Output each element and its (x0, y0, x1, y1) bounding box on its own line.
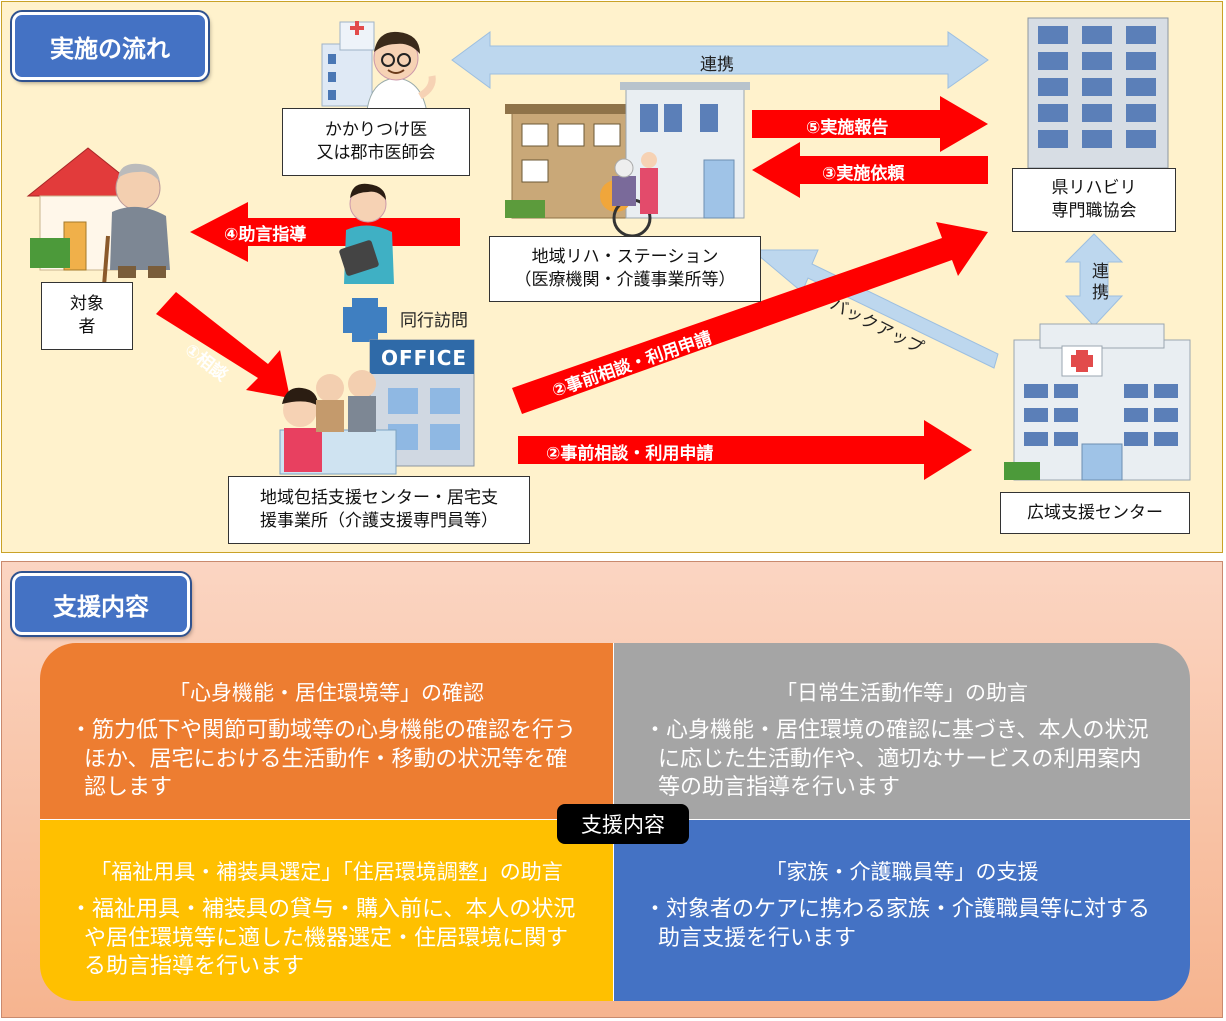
doctor-line-1: かかりつけ医 (324, 120, 428, 141)
support-cell-title: 「家族・介護職員等」の支援 (765, 860, 1039, 884)
support-cell-equipment: 「福祉用具・補装具選定」「住居環境調整」の助言 ・福祉用具・補装具の貸与・購入前… (40, 820, 614, 1001)
support-cell-body: ・心身機能・居住環境の確認に基づき、本人の状況に応じた生活動作や、適切なサービス… (644, 718, 1149, 801)
care-center-line-2: 援事業所（介護支援専門員等） (260, 511, 498, 531)
station-line-1: 地域リハ・ステーション (531, 247, 719, 268)
station-box: 地域リハ・ステーション （医療機関・介護事業所等） (489, 236, 761, 302)
cooperation-vertical-label: 連携 (1088, 262, 1108, 304)
subject-line-2: 者 (78, 317, 96, 337)
care-center-box: 地域包括支援センター・居宅支 援事業所（介護支援専門員等） (228, 476, 530, 544)
station-line-2: （医療機関・介護事業所等） (514, 270, 736, 290)
advice-label: ④助言指導 (224, 225, 307, 245)
rehab-station-illustration (505, 82, 750, 238)
request-label: ③実施依頼 (822, 164, 905, 184)
doctor-box: かかりつけ医 又は郡市医師会 (282, 108, 470, 176)
support-cell-check: 「心身機能・居住環境等」の確認 ・筋力低下や関節可動域等の心身機能の確認を行うほ… (40, 643, 614, 820)
wide-center-label: 広域支援センター (1027, 502, 1163, 523)
support-cell-family: 「家族・介護職員等」の支援 ・対象者のケアに携わる家族・介護職員等に対する助言支… (614, 820, 1190, 1001)
support-cell-body: ・福祉用具・補装具の貸与・購入前に、本人の状況や居住環境等に適した機器選定・住居… (70, 897, 576, 980)
support-cell-body: ・対象者のケアに携わる家族・介護職員等に対する助言支援を行います (644, 897, 1151, 951)
consult-arrow (156, 292, 290, 398)
support-cell-title: 「福祉用具・補装具選定」「住居環境調整」の助言 (90, 860, 563, 884)
flow-illustrations (26, 17, 1191, 481)
report-arrow (752, 96, 988, 152)
care-center-line-1: 地域包括支援センター・居宅支 (260, 488, 498, 509)
hospital-illustration (1004, 323, 1191, 481)
support-grid: 「心身機能・居住環境等」の確認 ・筋力低下や関節可動域等の心身機能の確認を行うほ… (40, 643, 1190, 1001)
office-sign: OFFICE (380, 346, 468, 370)
report-label: ⑤実施報告 (806, 118, 889, 138)
accompany-label: 同行訪問 (400, 311, 468, 331)
support-cell-daily-living: 「日常生活動作等」の助言 ・心身機能・居住環境の確認に基づき、本人の状況に応じた… (614, 643, 1190, 820)
support-heading: 支援内容 (12, 573, 190, 635)
association-line-2: 専門職協会 (1051, 201, 1137, 221)
subject-line-1: 対象 (70, 294, 104, 315)
doctor-line-2: 又は郡市医師会 (316, 143, 436, 163)
support-cell-title: 「日常生活動作等」の助言 (776, 681, 1028, 705)
flow-heading: 実施の流れ (12, 12, 208, 80)
cooperation-top-label: 連携 (700, 55, 734, 75)
support-cell-body: ・筋力低下や関節可動域等の心身機能の確認を行うほか、居宅における生活動作・移動の… (70, 718, 577, 801)
pre-consult-arrow-horizontal (518, 420, 972, 480)
support-cell-title: 「心身機能・居住環境等」の確認 (169, 681, 484, 705)
office-illustration (279, 339, 475, 475)
pre-consult-arrow-diagonal (512, 222, 988, 414)
pre-consult-horizontal-label: ②事前相談・利用申請 (546, 444, 714, 464)
elderly-person-illustration (102, 163, 170, 287)
wide-center-box: 広域支援センター (1000, 492, 1190, 534)
doctor-illustration (365, 31, 436, 121)
support-center-label: 支援内容 (557, 804, 689, 844)
cooperation-arrow-top (451, 31, 989, 89)
prefecture-building-illustration (1027, 17, 1169, 169)
advice-arrow (190, 202, 460, 262)
subject-box: 対象 者 (41, 282, 133, 350)
association-box: 県リハビリ 専門職協会 (1012, 168, 1176, 232)
plus-icon (343, 298, 387, 342)
clinic-illustration (321, 21, 375, 107)
request-arrow (752, 142, 988, 198)
therapist-illustration (339, 183, 394, 284)
backup-arrow (750, 249, 999, 369)
association-line-1: 県リハビリ (1051, 178, 1137, 199)
